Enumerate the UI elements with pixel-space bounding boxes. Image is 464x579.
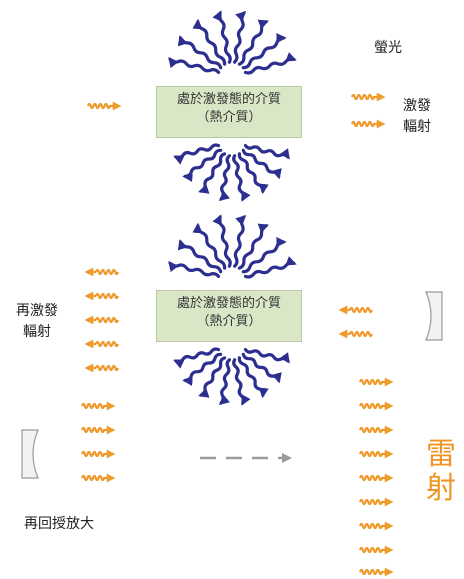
fluorescence-arrow [177,239,223,274]
fluorescence-arrow [237,19,269,66]
restimulated-line2: 輻射 [23,324,51,340]
laser-char-2: 射 [426,471,456,506]
fluorescence-arrows-top-1 [168,10,297,75]
fluorescence-arrow [237,356,269,399]
fluorescence-arrow [243,52,297,75]
feedback-photon-wave [80,449,116,459]
fluorescence-arrow [173,143,221,165]
laser-photon-wave [358,545,394,555]
stimulated-emission-label: 激發 輻射 [403,98,431,136]
left-mirror [21,429,39,479]
fluorescence-arrows-bottom-2 [173,347,290,406]
fluorescence-arrow [182,148,223,182]
reflected-photon-wave [342,332,374,336]
stimulated-photon-wave [350,92,386,102]
restimulated-photon-wave [88,318,120,322]
laser-char-1: 雷 [426,437,456,472]
feedback-photon-wave [80,425,116,435]
medium-sublabel-top: （熱介質） [196,110,262,125]
fluorescence-arrows-bottom-1 [173,143,290,202]
restimulated-line1: 再激發 [16,303,58,319]
restimulated-photon-wave [88,366,120,370]
fluorescence-arrow [243,348,290,364]
stimulated-line2: 輻射 [403,119,431,135]
fluorescence-arrow [218,358,231,406]
excited-medium-top: 處於激發態的介質 （熱介質） [156,86,302,138]
fluorescence-arrow [198,152,227,194]
fluorescence-arrow [241,148,282,180]
fluorescence-arrow [241,352,282,384]
laser-photon-wave [358,425,394,435]
laser-photon-wave [358,449,394,459]
laser-photon-wave [358,521,394,531]
fluorescence-arrow [233,10,247,64]
fluorescence-arrow [232,154,251,202]
laser-photon-wave [358,377,394,387]
medium-label-bottom: 處於激發態的介質 [176,296,281,311]
reflected-photon-wave [342,308,374,312]
feedback-photon-wave [80,401,116,411]
fluorescence-arrow [168,57,221,74]
laser-photon-wave [358,473,394,483]
fluorescence-arrow [243,256,297,279]
restimulated-photon-wave [88,294,120,298]
fluorescence-arrow [212,10,232,64]
fluorescence-arrow [241,33,287,70]
restimulated-emission-label: 再激發 輻射 [8,303,66,341]
fluorescence-arrow [173,347,221,369]
excited-medium-bottom: 處於激發態的介質 （熱介質） [156,290,302,342]
fluorescence-arrow [198,356,227,398]
fluorescence-arrow [241,237,287,274]
fluorescence-arrow [168,261,221,278]
feedback-photon-wave [80,473,116,483]
fluorescence-arrow [182,352,223,386]
right-mirror [425,291,443,341]
fluorescence-arrows-top-2 [168,214,297,279]
restimulated-photon-wave [88,270,120,274]
medium-sublabel-bottom: （熱介質） [196,314,262,329]
medium-label-top: 處於激發態的介質 [176,92,281,107]
fluorescence-arrow [233,214,247,268]
restimulated-photon-wave [88,342,120,346]
laser-label: 雷 射 [423,438,459,506]
photon-waves [80,92,394,577]
fluorescence-arrow [237,152,269,195]
incident-photon-wave [86,101,122,111]
stimulated-photon-wave [350,119,386,129]
fluorescence-arrow [218,154,231,202]
laser-photon-wave [358,497,394,507]
fluorescence-arrow [232,358,251,406]
fluorescence-label: 螢光 [374,40,402,56]
fluorescence-arrow [237,223,269,270]
fluorescence-arrow [243,144,290,160]
fluorescence-arrow [192,222,227,270]
fluorescence-arrow [192,18,227,66]
stimulated-line1: 激發 [403,98,431,114]
fluorescence-arrow [177,35,223,70]
feedback-amplification-label: 再回授放大 [24,516,94,532]
laser-photon-wave [358,567,394,577]
fluorescence-arrow [212,214,232,268]
laser-photon-wave [358,401,394,411]
